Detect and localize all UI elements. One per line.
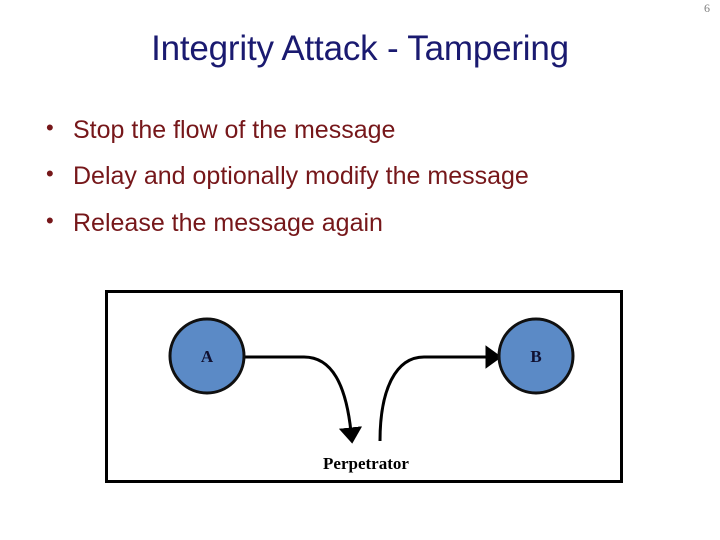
page-title: Integrity Attack - Tampering [151, 29, 569, 68]
node-a-label: A [201, 347, 214, 366]
page-number: 6 [704, 1, 710, 15]
perpetrator-label: Perpetrator [323, 454, 409, 473]
list-item: Stop the flow of the message [40, 113, 680, 147]
list-item: Release the message again [40, 205, 680, 240]
edge-a-to-perpetrator [244, 355, 363, 444]
node-a-circle [168, 317, 246, 395]
diagram-frame: A B Perpetrator [105, 290, 623, 483]
node-b: B [497, 317, 575, 395]
node-b-circle [497, 317, 575, 395]
edge-perpetrator-to-b [378, 345, 502, 442]
bullet-list: Stop the flow of the message Delay and o… [40, 113, 680, 253]
tampering-diagram: A B Perpetrator [168, 317, 575, 473]
node-a: A [168, 317, 246, 395]
list-item: Delay and optionally modify the message [40, 159, 680, 193]
node-b-label: B [530, 347, 541, 366]
